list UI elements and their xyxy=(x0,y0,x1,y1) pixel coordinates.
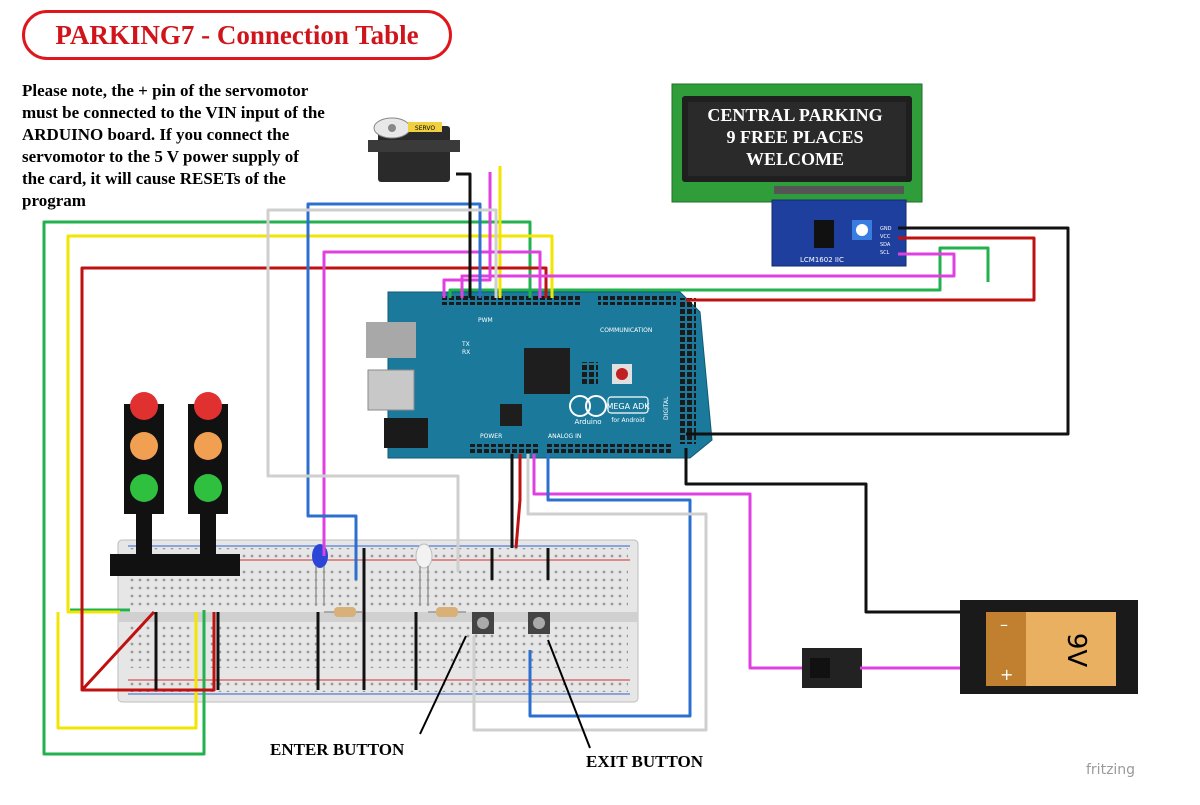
lcd-screen-text: CENTRAL PARKING 9 FREE PLACES WELCOME xyxy=(690,104,900,170)
battery-9v: 9V + – xyxy=(960,600,1138,694)
title-frame: PARKING7 - Connection Table xyxy=(22,10,452,60)
note-line: ARDUINO board. If you connect the xyxy=(22,125,290,144)
exit-pointer xyxy=(547,639,591,749)
resistor-1 xyxy=(324,607,362,617)
pin-sda-label: SDA xyxy=(880,242,891,248)
board-sublabel: for Android xyxy=(611,417,645,424)
board-label: MEGA ADK xyxy=(606,402,650,411)
microcontroller-chip xyxy=(524,348,570,394)
exit-button-label: EXIT BUTTON xyxy=(586,752,703,771)
note-line: the card, it will cause RESETs of the xyxy=(22,169,286,188)
fritzing-brand: fritzing xyxy=(1086,762,1136,778)
arduino-brand-label: Arduino xyxy=(574,418,601,426)
lcd-display xyxy=(671,83,923,203)
lcd-line-1: CENTRAL PARKING xyxy=(707,105,883,125)
exit-push-button xyxy=(528,612,550,634)
digital-label: DIGITAL xyxy=(663,396,670,420)
lcd-line-3: WELCOME xyxy=(745,149,844,169)
arduino-mega-board: MEGA ADK for Android Arduino PWM COMMUNI… xyxy=(366,291,713,459)
enter-push-button xyxy=(472,612,494,634)
i2c-module: LCM1602 IIC GND VCC SDA SCL xyxy=(771,199,907,267)
enter-pointer xyxy=(419,635,467,735)
power-switch xyxy=(802,648,862,688)
pin-scl-label: SCL xyxy=(880,250,890,256)
note-line: servomotor to the 5 V power supply of xyxy=(22,147,299,166)
usb-b-port xyxy=(366,322,416,358)
white-led xyxy=(415,543,433,606)
communication-label: COMMUNICATION xyxy=(600,327,652,334)
usb-a-port xyxy=(367,369,415,411)
svg-text:+: + xyxy=(1000,665,1013,684)
resistor-2 xyxy=(428,607,466,617)
battery-label: 9V xyxy=(1061,633,1091,668)
note-line: program xyxy=(22,191,86,210)
servo-motor: SERVO xyxy=(368,117,460,182)
svg-text:–: – xyxy=(1000,615,1008,634)
analog-in-label: ANALOG IN xyxy=(548,433,581,440)
servo-label: SERVO xyxy=(415,125,435,132)
traffic-light-right xyxy=(188,392,228,554)
traffic-light-connector xyxy=(110,554,240,576)
power-jack xyxy=(384,418,428,448)
pwm-label: PWM xyxy=(478,317,493,324)
servo-note: Please note, the + pin of the servomotor… xyxy=(22,80,372,212)
note-line: must be connected to the VIN input of th… xyxy=(22,103,325,122)
power-label: POWER xyxy=(480,433,502,440)
note-line: Please note, the + pin of the servomotor xyxy=(22,81,309,100)
enter-button-label: ENTER BUTTON xyxy=(270,740,405,759)
page-title: PARKING7 - Connection Table xyxy=(55,19,419,50)
pin-vcc-label: VCC xyxy=(880,234,891,240)
tx-label: TX xyxy=(461,341,470,348)
traffic-light-left xyxy=(124,392,164,554)
pin-gnd-label: GND xyxy=(880,226,892,232)
rx-label: RX xyxy=(462,349,470,356)
i2c-module-label: LCM1602 IIC xyxy=(800,256,844,264)
wires xyxy=(42,166,1070,756)
arduino-logo-icon xyxy=(569,395,591,417)
lcd-line-2: 9 FREE PLACES xyxy=(726,127,864,147)
